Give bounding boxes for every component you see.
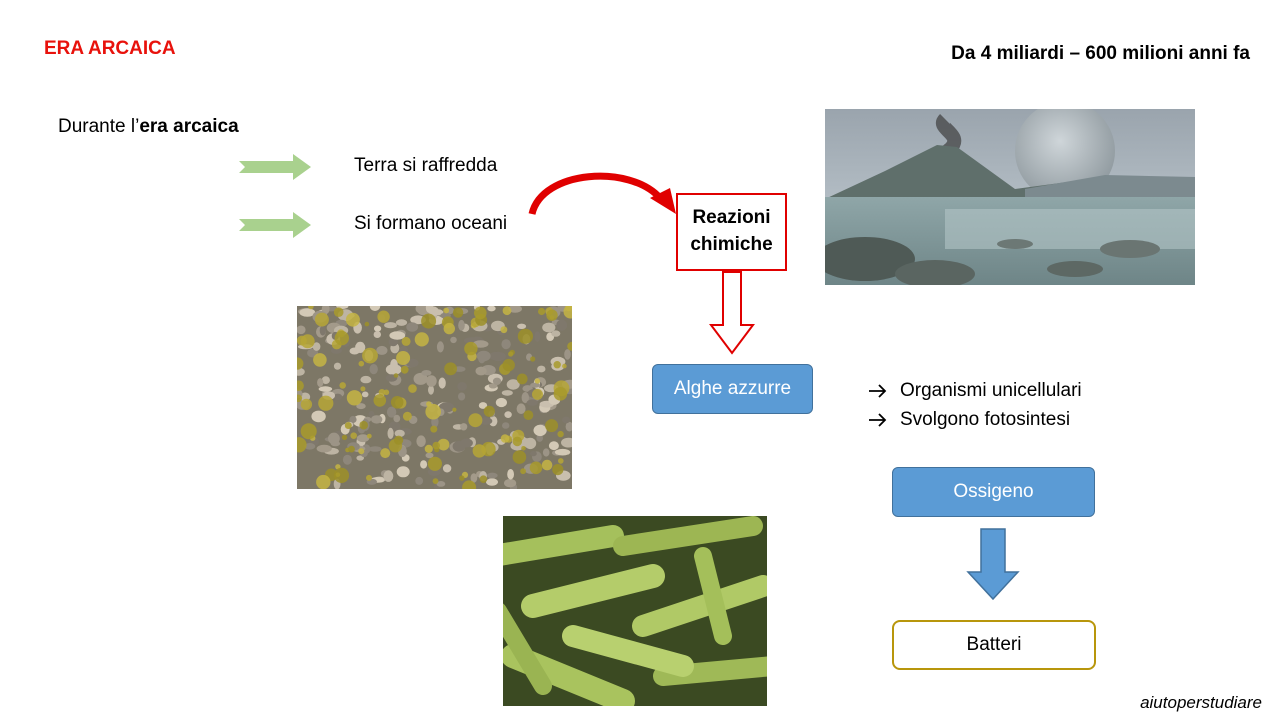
right-arrow-icon [868, 383, 900, 399]
item-earth-cools: Terra si raffredda [354, 155, 498, 176]
reactions-box: Reazioni chimiche [676, 193, 787, 271]
footer-credit: aiutoperstudiare [1140, 693, 1262, 712]
fact-text: Svolgono fotosintesi [900, 409, 1071, 430]
intro-bold: era arcaica [139, 116, 239, 137]
algae-facts: Organismi unicellulari Svolgono fotosint… [868, 376, 1082, 434]
intro-text: Durante l’era arcaica [58, 116, 239, 138]
period-label: Da 4 miliardi – 600 milioni anni fa [951, 43, 1250, 64]
green-right-arrow-icon [239, 154, 311, 180]
intro-prefix: Durante l’ [58, 116, 140, 137]
oxygen-box: Ossigeno [892, 467, 1095, 517]
algae-pebbles-image [297, 306, 572, 489]
archaean-landscape-image [825, 109, 1195, 285]
fact-item: Svolgono fotosintesi [868, 405, 1082, 434]
bacteria-box: Batteri [892, 620, 1096, 670]
item-oceans-form: Si formano oceani [354, 213, 508, 234]
right-arrow-icon [868, 412, 900, 428]
green-right-arrow-icon [239, 212, 311, 238]
hollow-down-arrow-icon [709, 271, 755, 355]
red-curved-arrow-icon [528, 172, 676, 216]
blue-down-arrow-icon [966, 528, 1020, 601]
fact-item: Organismi unicellulari [868, 376, 1082, 405]
algae-box: Alghe azzurre [652, 364, 813, 414]
bacteria-image [503, 516, 767, 706]
slide-title: ERA ARCAICA [44, 38, 176, 59]
fact-text: Organismi unicellulari [900, 380, 1082, 401]
